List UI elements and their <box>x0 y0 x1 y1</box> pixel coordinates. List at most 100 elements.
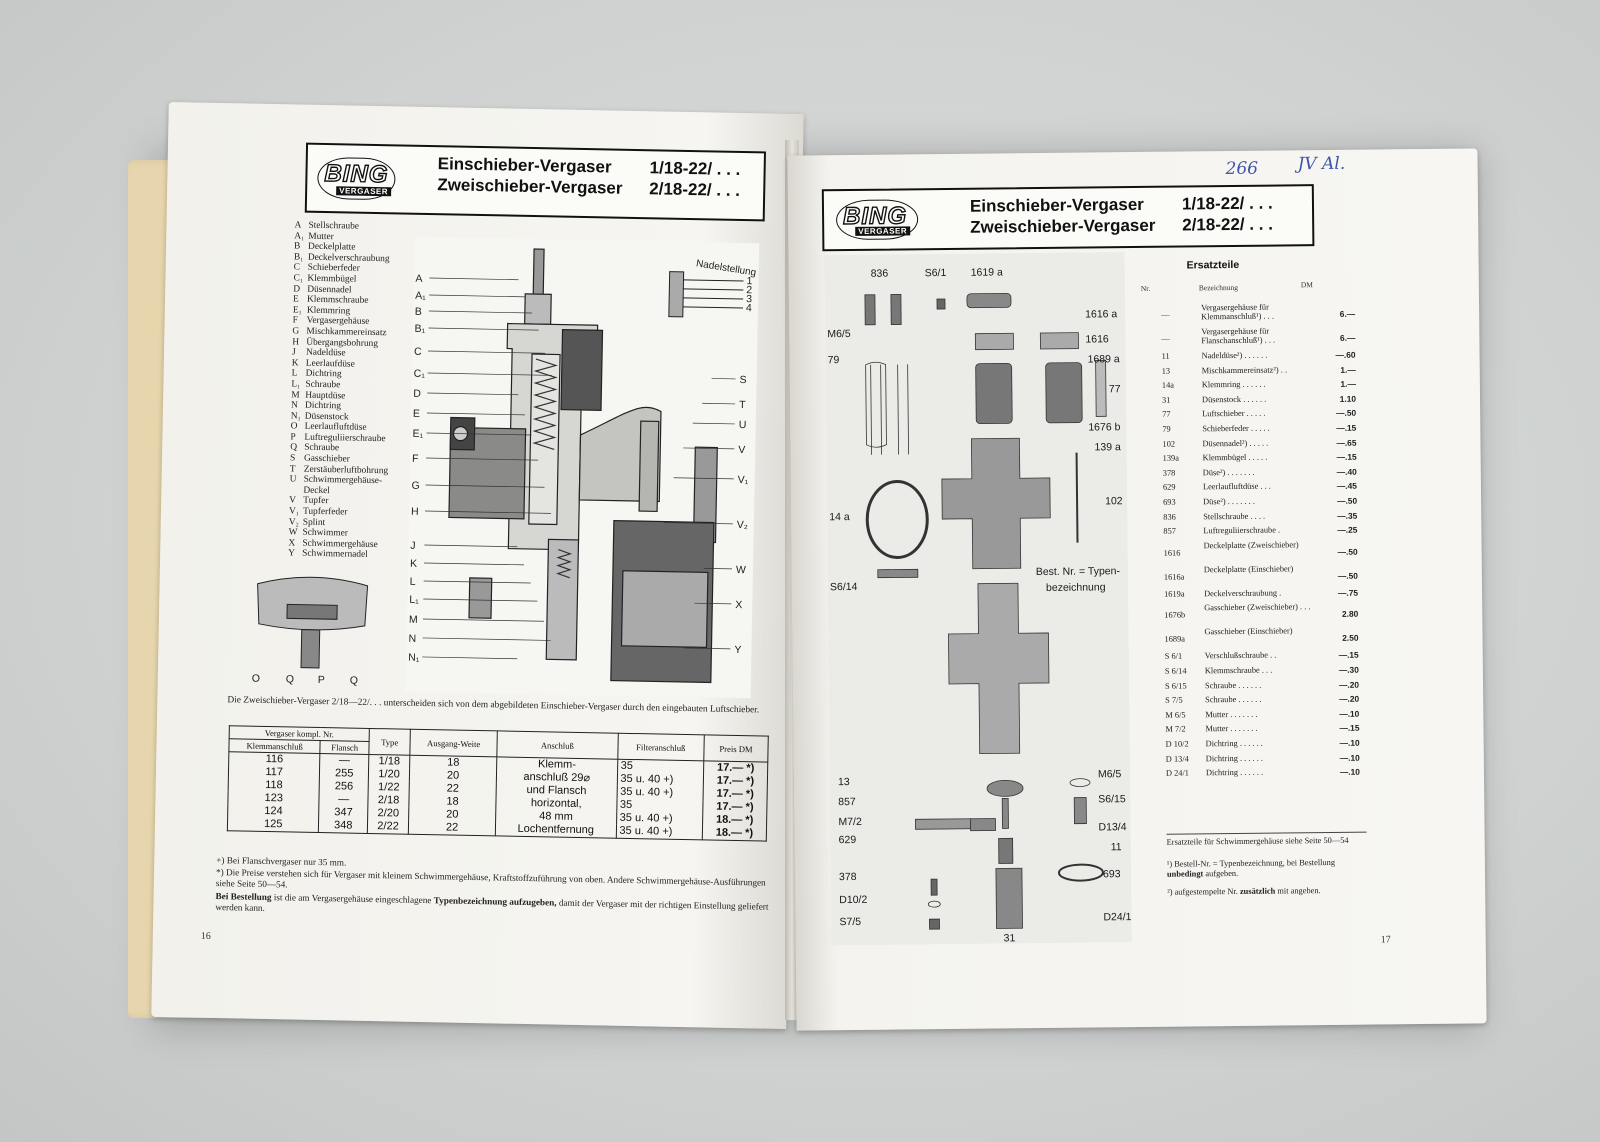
label-11: 11 <box>1111 841 1122 853</box>
ersatz-nr: — <box>1161 334 1170 344</box>
legend-key: C₁ <box>293 273 304 284</box>
ersatz-bezeichnung: Gasschieber (Zweischieber) . . . <box>1204 602 1311 613</box>
callout-leader <box>429 294 526 298</box>
ersatz-bezeichnung: Nadeldüse²) . . . . . . <box>1201 350 1268 361</box>
ersatz-nr: 1619a <box>1164 589 1185 599</box>
callout-label-right: S <box>739 374 746 386</box>
callout-label-left: F <box>412 453 419 465</box>
callout-label-left: C₁ <box>414 368 426 380</box>
bing-logo-right: BING VERGASER <box>835 199 919 241</box>
label-s614: S6/14 <box>830 581 858 593</box>
ersatz-bezeichnung: Vergasergehäuse für Flanschanschluß¹) . … <box>1201 326 1276 346</box>
legend-key: N₁ <box>290 411 301 422</box>
ersatz-nr: 77 <box>1162 410 1171 420</box>
ersatz-nr: 1616a <box>1163 572 1185 582</box>
logo-subtext: VERGASER <box>336 186 392 197</box>
label-1619a: 1619 a <box>971 266 1003 278</box>
page-number-right: 17 <box>1380 934 1391 946</box>
legend-key: S <box>289 453 296 464</box>
note2-c: aufgeben. <box>1203 868 1239 878</box>
cell-filter: 35 u. 40 +) <box>615 824 703 840</box>
label-14a: 14 a <box>829 511 850 523</box>
callout-leader <box>702 402 736 405</box>
callout-leader <box>426 457 539 461</box>
cell-flansch: — <box>319 793 369 807</box>
callout-label-right: V <box>738 444 745 456</box>
callout-label-left: A₁ <box>415 290 426 302</box>
label-s75: S7/5 <box>839 916 861 928</box>
needle-position-inset <box>668 271 744 318</box>
callout-leader <box>427 392 519 396</box>
right-header-box: BING VERGASER Einschieber-Vergaser Zweis… <box>821 184 1315 252</box>
callout-leader <box>426 432 532 436</box>
callout-leader <box>428 310 532 314</box>
detail-callout-label: Q <box>286 673 294 685</box>
ersatz-bezeichnung: Luftreguliierschraube . <box>1203 525 1281 536</box>
ersatz-nr: 139a <box>1162 453 1179 463</box>
ersatzteile-title: Ersatzteile <box>1186 258 1240 272</box>
ersatz-dm: —.20 <box>1338 679 1360 690</box>
ersatz-nr: 102 <box>1162 439 1176 449</box>
label-best-2: bezeichnung <box>1046 581 1106 594</box>
ersatz-dm: —.15 <box>1336 422 1357 433</box>
page-number-left: 16 <box>200 930 211 942</box>
callout-leader <box>426 412 525 416</box>
ersatz-bezeichnung: Mischkammereinsatz²) . . <box>1201 365 1288 375</box>
legend-key: A₁ <box>294 231 305 242</box>
ersatz-dm: —.20 <box>1339 693 1360 705</box>
left-header-box: BING VERGASER Einschieber-Vergaser Zweis… <box>304 142 767 222</box>
legend-text: Mutter <box>308 231 334 242</box>
note3-b: zusätzlich <box>1239 886 1276 896</box>
cell-preis: 18.— *) <box>702 813 767 828</box>
callout-leader <box>423 598 538 602</box>
legend-text: Schraube <box>304 443 340 454</box>
legend-key: L₁ <box>291 379 301 390</box>
label-77: 77 <box>1109 383 1121 395</box>
legend-key: L <box>291 368 298 379</box>
logo-subtext-right: VERGASER <box>855 226 911 236</box>
right-header-title-1: Einschieber-Vergaser <box>969 194 1144 216</box>
ersatz-bezeichnung: Klemmring . . . . . . <box>1201 379 1266 390</box>
callout-label-left: D <box>413 388 421 400</box>
label-best-1: Best. Nr. = Typen- <box>1036 565 1121 578</box>
right-header-title-2: Zweischieber-Vergaser <box>970 215 1156 237</box>
needle-position-number: 2 <box>746 284 752 296</box>
legend-text: Schieberfeder <box>307 263 360 275</box>
carburetor-body <box>448 248 718 684</box>
legend-key: D <box>293 283 301 295</box>
ersatz-nr: — <box>1161 310 1170 320</box>
col-flansch: Flansch <box>320 740 370 755</box>
ersatz-dm: 2.80 <box>1341 609 1359 620</box>
label-102: 102 <box>1105 495 1123 507</box>
part-number-labels: 836 S6/1 1619 a 1616 a 1616 1689 a M6/5 … <box>827 266 1131 944</box>
callout-label-right: X <box>735 599 742 611</box>
legend-key: H <box>292 336 300 348</box>
callout-leader <box>423 580 531 584</box>
ersatz-dm: —.40 <box>1336 466 1357 477</box>
label-1616: 1616 <box>1085 333 1109 345</box>
legend-key: W <box>288 527 298 538</box>
label-s615: S6/15 <box>1098 793 1126 805</box>
ersatz-bezeichnung: Dichtring . . . . . . <box>1205 753 1264 763</box>
ersatz-dm: —.50 <box>1337 546 1358 557</box>
callout-label-left: M <box>409 614 418 626</box>
ersatz-bezeichnung: Gasschieber (Einschieber) <box>1204 626 1293 637</box>
detail-callout-label: P <box>318 674 325 686</box>
legend-key: E₁ <box>292 305 302 316</box>
callout-leader <box>684 647 731 650</box>
callout-label-left: B <box>415 306 422 318</box>
col-type: Type <box>368 728 411 756</box>
callout-label-left: A <box>415 273 422 285</box>
note-schwimmergehaeuse: Ersatzteile für Schwimmergehäuse siehe S… <box>1166 831 1367 848</box>
legend-key: T <box>289 464 296 475</box>
label-m65b: M6/5 <box>1098 768 1122 780</box>
cell-preis: 17.— *) <box>703 774 768 789</box>
ersatz-dm: —.35 <box>1337 510 1358 521</box>
